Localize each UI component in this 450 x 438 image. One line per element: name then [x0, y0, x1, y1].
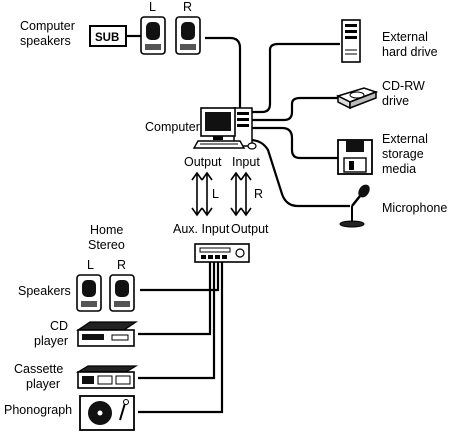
wire-microphone — [249, 138, 350, 208]
home-stereo-label-2: Stereo — [88, 238, 125, 252]
storage-label-2: storage — [382, 147, 424, 161]
right-speaker-label: R — [183, 0, 192, 14]
wire-stereo-speakers — [140, 262, 220, 292]
arrow-right-label: R — [254, 187, 263, 201]
cd-player-label-1: CD — [50, 319, 68, 333]
cdrw-label-1: CD-RW — [382, 79, 425, 93]
microphone: Microphone — [339, 184, 447, 228]
cassette-player-icon — [75, 365, 139, 389]
speakers-label: Speakers — [18, 284, 71, 298]
computer-label: Computer — [145, 120, 200, 134]
computer-speakers-label-1: Computer — [20, 19, 75, 33]
wire-stereo-phonograph — [138, 262, 224, 414]
stereo-receiver-icon — [194, 243, 250, 263]
cdrw-drive-icon — [335, 87, 379, 110]
cdrw-label-2: drive — [382, 94, 409, 108]
stereo-right-label: R — [117, 258, 126, 272]
storage-label-1: External — [382, 132, 428, 146]
computer-speakers-label-2: speakers — [20, 34, 71, 48]
storage-label-3: media — [382, 162, 416, 176]
floppy-disk-icon — [337, 139, 373, 175]
microphone-label: Microphone — [382, 201, 447, 215]
home-stereo: Aux. Input Output Home Stereo — [88, 222, 269, 263]
phonograph-label: Phonograph — [4, 403, 72, 417]
stereo-right-speaker-icon — [109, 274, 135, 312]
cd-player-label-2: player — [34, 334, 68, 348]
aux-input-label: Aux. Input — [173, 222, 230, 236]
computer: Computer Output Input — [145, 107, 260, 169]
wire-stereo-cassette — [138, 262, 216, 380]
computer-output-label: Output — [184, 155, 222, 169]
wire-storage — [252, 126, 338, 160]
stereo-output-label: Output — [231, 222, 269, 236]
microphone-icon — [339, 184, 370, 228]
arrow-left-label: L — [212, 187, 219, 201]
hard-drive-label-1: External — [382, 30, 428, 44]
stereo-left-label: L — [87, 258, 94, 272]
right-channel-arrows — [230, 171, 252, 217]
wires — [126, 34, 350, 414]
computer-speakers: Computer speakers SUB L R — [20, 0, 201, 55]
wire-cdrw — [252, 96, 338, 122]
phonograph-icon — [79, 395, 135, 431]
phonograph: Phonograph — [4, 395, 135, 431]
external-hard-drive: External hard drive — [341, 19, 438, 63]
sub-label: SUB — [95, 32, 119, 44]
signal-arrows: L R — [191, 171, 263, 217]
subwoofer-box — [89, 25, 127, 47]
cdrw-drive: CD-RW drive — [335, 79, 425, 110]
cd-player: CD player — [34, 319, 138, 348]
wire-hard-drive — [246, 42, 340, 114]
cassette-label-2: player — [26, 377, 60, 391]
cassette-label-1: Cassette — [14, 362, 63, 376]
home-stereo-label-1: Home — [90, 223, 123, 237]
left-speaker-label: L — [149, 0, 156, 14]
left-channel-arrows — [191, 171, 213, 217]
computer-input-label: Input — [232, 155, 260, 169]
cassette-player: Cassette player — [14, 362, 139, 391]
wire-speakers-computer — [205, 36, 242, 108]
wire-stereo-cd — [138, 262, 212, 336]
stereo-left-speaker-icon — [76, 274, 102, 312]
computer-icon — [192, 107, 257, 150]
cd-player-icon — [76, 321, 138, 347]
hard-drive-label-2: hard drive — [382, 45, 438, 59]
right-computer-speaker-icon — [175, 16, 201, 55]
left-computer-speaker-icon — [140, 16, 166, 55]
stereo-speakers: L R Speakers — [18, 258, 135, 312]
external-storage: External storage media — [337, 132, 428, 176]
hard-drive-tower-icon — [341, 19, 361, 63]
